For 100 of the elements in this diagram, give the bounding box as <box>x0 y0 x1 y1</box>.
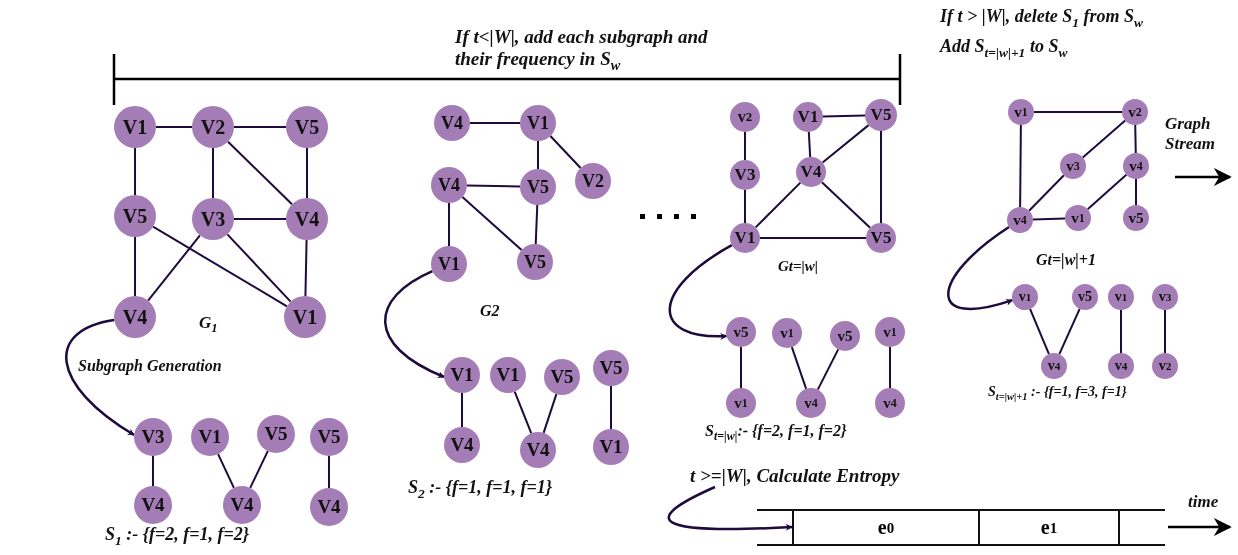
vertex-circle: V1 <box>730 223 760 253</box>
vertex-circle: V3 <box>134 418 172 456</box>
vertex-circle: V4 <box>114 296 156 338</box>
vertex-circle: V4 <box>310 488 348 526</box>
graph-edge <box>233 218 287 220</box>
graph-edge <box>820 181 872 229</box>
graph-edge <box>744 189 746 224</box>
vertex-circle: V4 <box>796 157 826 187</box>
graph-edge <box>534 204 539 245</box>
annotation-text: S$_{1}$ :- {f=2, f=1, f=2} <box>105 524 250 545</box>
vertex-circle: V1 <box>114 106 156 148</box>
graph-edge <box>249 450 269 489</box>
graph-edge <box>754 181 802 229</box>
graph-edge <box>461 392 463 428</box>
vertex-circle: V2 <box>192 106 234 148</box>
graph-edge <box>740 346 742 389</box>
vertex-circle: V5 <box>286 106 328 148</box>
vertex-circle: V5 <box>593 350 629 386</box>
curved-arrow <box>384 270 445 379</box>
graph-edge <box>822 114 866 118</box>
annotation-text: Gt=|w|+1 <box>1036 251 1096 270</box>
vertex-circle: V5 <box>310 418 348 456</box>
graph-edge <box>790 346 808 390</box>
annotation-text: S$_{2}$ :- {f=1, f=1, f=1} <box>408 477 553 498</box>
graph-edge <box>1032 217 1066 221</box>
vertex-circle: V5 <box>520 169 556 205</box>
graph-edge <box>542 393 558 434</box>
vertex-circle: V5 <box>517 244 553 280</box>
curved-arrow <box>668 244 733 340</box>
graph-edge <box>1134 124 1137 154</box>
graph-edge <box>1028 174 1065 212</box>
graph-edge <box>1033 111 1123 113</box>
vertex-circle: v5 <box>726 317 756 347</box>
graph-edge <box>807 131 812 158</box>
vertex-circle: V5 <box>114 195 156 237</box>
vertex-circle: V5 <box>865 99 897 131</box>
vertex-circle: V2 <box>575 163 611 199</box>
vertex-circle: V4 <box>223 486 261 524</box>
graph-edge <box>155 126 193 128</box>
curved-arrow <box>65 318 135 437</box>
graph-edge <box>461 196 523 251</box>
vertex-circle: V4 <box>286 198 328 240</box>
graph-edge <box>744 131 746 161</box>
vertex-circle: V4 <box>134 486 172 524</box>
graph-edge <box>306 147 308 199</box>
graph-edge <box>328 455 330 489</box>
vertex-circle: V1 <box>520 105 556 141</box>
vertex-circle: V5 <box>866 223 896 253</box>
graph-edge <box>448 202 450 247</box>
curved-arrow <box>668 485 793 531</box>
annotation-text: G$_{1}$ <box>199 313 218 333</box>
graph-edge <box>1081 119 1127 159</box>
graph-edge <box>610 385 612 430</box>
vertex-circle: V1 <box>191 418 229 456</box>
vertex-circle: V1 <box>490 357 526 393</box>
vertex-circle: v5 <box>830 321 860 351</box>
annotation-text: If t > |W|, delete S$_{1}$ from S$_{w}$ <box>940 6 1143 27</box>
vertex-circle: V1 <box>593 429 629 465</box>
graph-edge <box>537 140 539 170</box>
vertex-circle: V5 <box>257 415 295 453</box>
graph-edge <box>304 239 308 297</box>
vertex-circle: v5 <box>1072 284 1098 310</box>
graph-edge <box>1120 309 1122 354</box>
vertex-circle: V3 <box>192 198 234 240</box>
vertex-circle: V4 <box>434 105 470 141</box>
graph-edge <box>466 184 521 188</box>
vertex-circle: V1 <box>431 246 467 282</box>
graph-edge <box>880 130 882 224</box>
graph-edge <box>513 390 533 435</box>
graph-edge <box>152 455 154 487</box>
vertex-circle: V5 <box>544 359 580 395</box>
annotation-text: Graph Stream <box>1165 114 1217 154</box>
vertex-circle: V4 <box>520 432 556 468</box>
graph-edge <box>134 147 136 196</box>
graph-edge <box>469 122 521 124</box>
annotation-text: time <box>1188 492 1219 512</box>
annotation-text: G2 <box>480 302 500 321</box>
vertex-circle: V1 <box>284 296 326 338</box>
step-text: t >=|W|, Calculate Entropy <box>690 465 900 487</box>
vertex-circle: V1 <box>793 102 823 132</box>
graph-edge <box>1058 307 1081 356</box>
vertex-circle: V3 <box>730 160 760 190</box>
annotation-text: Gt=|w| <box>778 258 819 276</box>
vertex-circle: v5 <box>1123 205 1149 231</box>
annotation-text: S$_{t=|w|+1}$ :- {f=1, f=3, f=1} <box>988 384 1127 401</box>
graph-edge <box>227 140 293 206</box>
graph-edge <box>152 225 288 308</box>
graph-edge <box>233 126 287 128</box>
graph-edge <box>147 234 201 302</box>
vertex-circle: V1 <box>444 357 480 393</box>
graph-edge <box>1164 309 1166 354</box>
graph-edge <box>217 453 235 489</box>
graph-edge <box>226 233 292 303</box>
graph-edge <box>1029 308 1050 355</box>
vertex-circle: V4 <box>444 427 480 463</box>
curved-arrow <box>947 226 1014 310</box>
vertex-circle: V4 <box>431 167 467 203</box>
graph-edge <box>134 236 136 297</box>
graph-edge <box>889 346 891 389</box>
graph-edge <box>549 135 582 169</box>
